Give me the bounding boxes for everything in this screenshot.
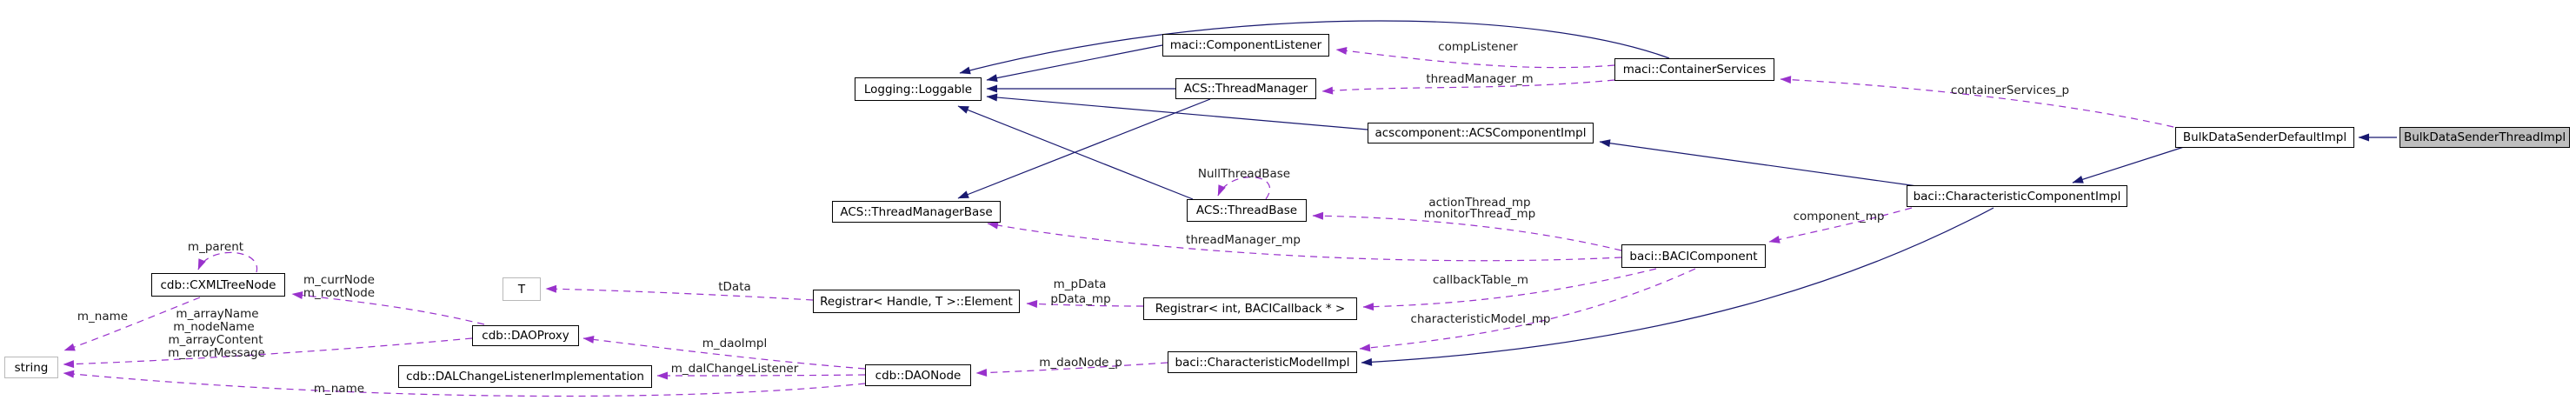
edge-label-m-dalchangelistener: m_dalChangeListener [670,362,799,376]
edge-componentlistener-loggable [986,44,1163,83]
node-template-t: T [503,277,541,301]
node-bulkdatasenderdefaultimpl[interactable]: BulkDataSenderDefaultImpl [2175,127,2354,148]
node-bulkdatasenderthreadimpl-current: BulkDataSenderThreadImpl [2400,127,2570,148]
edge-daoimpl [582,335,866,370]
node-acscomponent-acscomponentimpl[interactable]: acscomponent::ACSComponentImpl [1368,123,1594,143]
edge-label-m-rootnode: m_rootNode [303,286,376,300]
node-acs-threadmanagerbase[interactable]: ACS::ThreadManagerBase [832,201,1001,223]
node-cdb-daonode[interactable]: cdb::DAONode [865,364,971,386]
edge-label-threadmanager-m: threadManager_m [1426,72,1534,86]
edge-label-tdata: tData [718,280,751,294]
node-baci-characteristiccomponentimpl[interactable]: baci::CharacteristicComponentImpl [1907,185,2127,207]
node-registrar-int-bacicallback[interactable]: Registrar< int, BACICallback * > [1143,297,1357,320]
edge-complistener [1335,46,1615,69]
edge-label-pdata-mp: pData_mp [1050,292,1111,306]
node-maci-componentlistener[interactable]: maci::ComponentListener [1162,34,1329,57]
edge-mpdata-pdatamp [1026,299,1144,308]
node-logging-loggable[interactable]: Logging::Loggable [855,77,982,101]
edge-label-m-pdata: m_pData [1053,277,1107,291]
edge-label-characteristicmodel-mp: characteristicModel_mp [1410,312,1551,326]
edge-currnode-rootnode [291,291,485,325]
edge-mname-daonode-string [63,370,866,397]
edge-label-callbacktable-m: callbackTable_m [1432,273,1529,287]
edge-label-actionthread-mp: actionThread_mp [1428,196,1531,210]
edge-label-m-currnode: m_currNode [303,273,375,287]
edge-label-m-arrayname: m_arrayName [176,307,259,321]
node-cdb-dalchangelistenerimplementation[interactable]: cdb::DALChangeListenerImplementation [398,365,652,388]
edge-label-monitorthread-mp: monitorThread_mp [1423,207,1536,221]
edge-daoproxy-string [63,337,473,369]
node-baci-bacicomponent[interactable]: baci::BACIComponent [1621,244,1766,268]
node-cdb-daoproxy[interactable]: cdb::DAOProxy [472,325,579,346]
edge-containerservices-loggable [959,20,1670,75]
edge-label-m-nodename: m_nodeName [173,320,255,334]
node-baci-characteristicmodelimpl[interactable]: baci::CharacteristicModelImpl [1168,351,1357,373]
node-string: string [4,357,58,378]
edge-tdata [545,284,814,301]
edge-label-complistener: compListener [1438,40,1518,54]
edge-containerservices-p [1780,76,2174,128]
node-acs-threadbase[interactable]: ACS::ThreadBase [1187,199,1307,222]
edge-mparent-selfloop [197,251,257,273]
edge-label-m-daonode-p: m_daoNode_p [1039,356,1122,370]
edge-label-m-arraycontent: m_arrayContent [168,333,263,347]
edge-threadmanager-mp [987,221,1622,262]
edge-label-component-mp: component_mp [1793,210,1885,224]
inheritance-edges [957,20,2397,366]
edge-bulkdefault-characteristiccomponentimpl [2072,146,2185,183]
edge-label-m-name-tree: m_name [77,310,129,324]
usage-edges [63,46,2174,397]
edge-label-m-daoimpl: m_daoImpl [702,337,768,350]
edge-characteristiccomponentimpl-acscomponentimpl [1599,139,1918,187]
node-maci-containerservices[interactable]: maci::ContainerServices [1614,58,1774,81]
edge-characteristiccomponentimpl-characteristicmodelimpl [1361,207,1994,366]
edge-label-m-errormessage: m_errorMessage [168,346,265,360]
edge-callbacktable-m [1362,268,1657,311]
edge-characteristicmodel-mp [1359,268,1696,352]
node-acs-threadmanager[interactable]: ACS::ThreadManager [1175,78,1316,99]
edge-label-m-parent: m_parent [187,240,244,254]
edge-threadmanager-m [1321,79,1615,95]
node-registrar-handle-element[interactable]: Registrar< Handle, T >::Element [813,290,1020,313]
edge-dalchangelistener [656,371,866,380]
edge-acscomponentimpl-loggable [986,93,1368,130]
edge-label-containerservices-p: containerServices_p [1950,83,2070,97]
edge-label-m-name-daonode: m_name [313,382,365,396]
edge-label-threadmanager-mp: threadManager_mp [1186,233,1301,247]
edge-threadmanager-threadmanagerbase [957,98,1211,199]
edge-nullthreadbase-selfloop [1217,177,1271,200]
edge-actionthread-monitorthread [1312,211,1622,251]
node-cdb-cxmltreenode[interactable]: cdb::CXMLTreeNode [151,273,285,297]
edge-label-nullthreadbase: NullThreadBase [1197,167,1291,181]
